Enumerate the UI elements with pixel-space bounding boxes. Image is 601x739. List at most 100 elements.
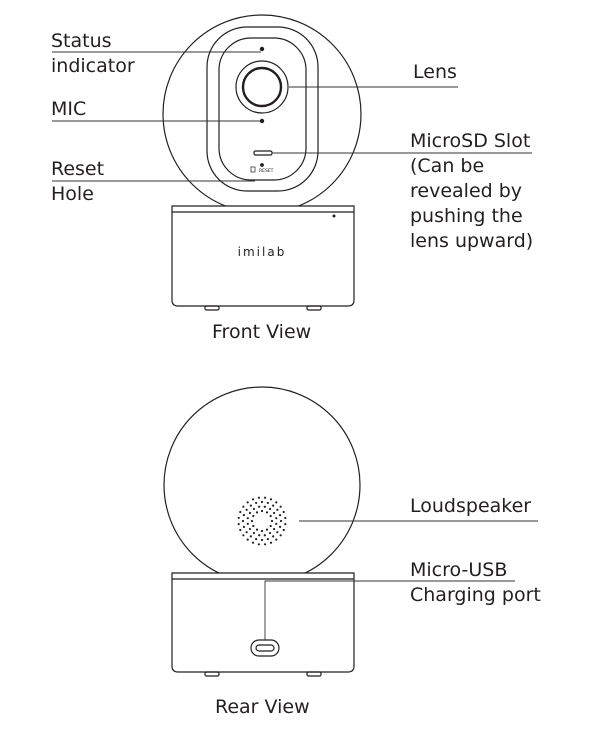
speaker-hole xyxy=(246,522,249,525)
speaker-hole xyxy=(249,504,252,507)
speaker-hole xyxy=(275,517,278,520)
front-base xyxy=(171,205,355,307)
speaker-hole xyxy=(251,498,255,501)
lens-ring-inner xyxy=(241,66,283,108)
speaker-hole xyxy=(278,525,282,528)
leader-lines xyxy=(52,51,538,640)
speaker-hole xyxy=(272,527,276,531)
speaker-hole xyxy=(279,505,282,508)
speaker-hole xyxy=(255,511,259,514)
speaker-hole xyxy=(251,541,255,544)
loudspeaker-label: Loudspeaker xyxy=(410,495,532,517)
usb-label-line2: Charging port xyxy=(410,584,541,606)
speaker-hole xyxy=(263,543,267,546)
speaker-hole xyxy=(284,522,287,526)
speaker-hole xyxy=(282,528,285,532)
front-view-caption: Front View xyxy=(212,321,312,343)
speaker-hole xyxy=(245,508,248,511)
speaker-hole xyxy=(275,522,278,525)
speaker-hole xyxy=(248,511,252,515)
reset-hole-label: Reset Hole xyxy=(51,157,104,207)
microsd-label-line3: revealed by xyxy=(410,180,523,202)
microsd-label-line2: (Can be xyxy=(410,155,485,177)
rear-view-caption: Rear View xyxy=(215,696,310,718)
speaker-hole xyxy=(252,524,255,528)
reset-label-line2: Hole xyxy=(51,183,94,205)
speaker-hole xyxy=(237,522,240,526)
loudspeaker-grille xyxy=(237,496,287,546)
status-indicator-label: Status indicator xyxy=(51,29,135,79)
speaker-hole xyxy=(250,519,254,523)
speaker-hole xyxy=(242,534,245,537)
micro-usb-label: Micro-USB Charging port xyxy=(410,558,541,608)
speaker-hole xyxy=(265,528,269,531)
speaker-hole xyxy=(255,501,258,505)
speaker-hole xyxy=(242,514,246,517)
speaker-hole xyxy=(272,535,275,538)
reset-mark: RESET xyxy=(259,168,274,174)
speaker-hole xyxy=(252,531,256,535)
speaker-hole xyxy=(248,527,252,531)
speaker-hole xyxy=(255,537,258,541)
status-indicator-dot xyxy=(259,46,265,52)
speaker-hole xyxy=(268,531,272,535)
lens-label: Lens xyxy=(413,61,457,83)
speaker-hole xyxy=(260,529,264,533)
speaker-hole xyxy=(272,511,276,515)
speaker-hole xyxy=(258,505,261,508)
speaker-hole xyxy=(275,538,278,541)
reset-hole xyxy=(260,163,264,167)
front-face-plate xyxy=(206,26,319,192)
speaker-hole xyxy=(260,500,264,504)
speaker-hole xyxy=(279,519,283,523)
speaker-hole xyxy=(252,507,256,511)
speaker-hole xyxy=(249,535,252,538)
speaker-hole xyxy=(239,510,242,514)
speaker-hole xyxy=(258,534,261,537)
speaker-hole xyxy=(263,505,266,508)
speaker-hole xyxy=(279,534,282,537)
speaker-hole xyxy=(260,509,264,513)
speaker-hole xyxy=(275,501,278,504)
speaker-hole xyxy=(246,517,249,520)
speaker-hole xyxy=(263,496,267,499)
microsd-label: MicroSD Slot (Can be revealed by pushing… xyxy=(410,129,533,254)
speaker-hole xyxy=(272,504,275,507)
microsd-label-line4: pushing the xyxy=(410,205,523,227)
microsd-label-line1: MicroSD Slot xyxy=(410,130,531,152)
speaker-hole xyxy=(252,514,255,518)
speaker-hole xyxy=(265,511,269,514)
speaker-hole xyxy=(260,538,264,542)
brand-logo: imilab xyxy=(238,245,287,259)
speaker-hole xyxy=(269,498,273,501)
speaker-hole xyxy=(239,528,242,532)
rear-head-sphere xyxy=(163,386,361,584)
speaker-hole xyxy=(269,514,272,518)
speaker-hole xyxy=(276,531,279,534)
status-label-line2: indicator xyxy=(51,55,135,77)
reset-label-line1: Reset xyxy=(51,158,105,180)
rear-camera xyxy=(163,386,361,677)
status-label-line1: Status xyxy=(51,30,112,52)
speaker-hole xyxy=(241,519,245,523)
microsd-label-line5: lens upward) xyxy=(410,230,534,252)
speaker-hole xyxy=(266,501,269,505)
usb-label-line1: Micro-USB xyxy=(410,559,508,581)
speaker-hole xyxy=(282,510,285,514)
speaker-hole xyxy=(269,524,272,528)
lens-ring-outer xyxy=(235,60,289,114)
speaker-hole xyxy=(245,531,248,534)
speaker-hole xyxy=(257,496,261,499)
speaker-hole xyxy=(268,507,272,511)
rear-base xyxy=(171,572,355,673)
speaker-hole xyxy=(257,543,261,546)
speaker-hole xyxy=(237,516,240,520)
speaker-hole xyxy=(278,514,282,517)
mic-dot xyxy=(259,118,265,124)
speaker-hole xyxy=(263,534,266,537)
speaker-hole xyxy=(246,538,249,541)
mic-label: MIC xyxy=(51,98,87,120)
speaker-hole xyxy=(269,541,273,544)
front-camera xyxy=(162,14,362,311)
